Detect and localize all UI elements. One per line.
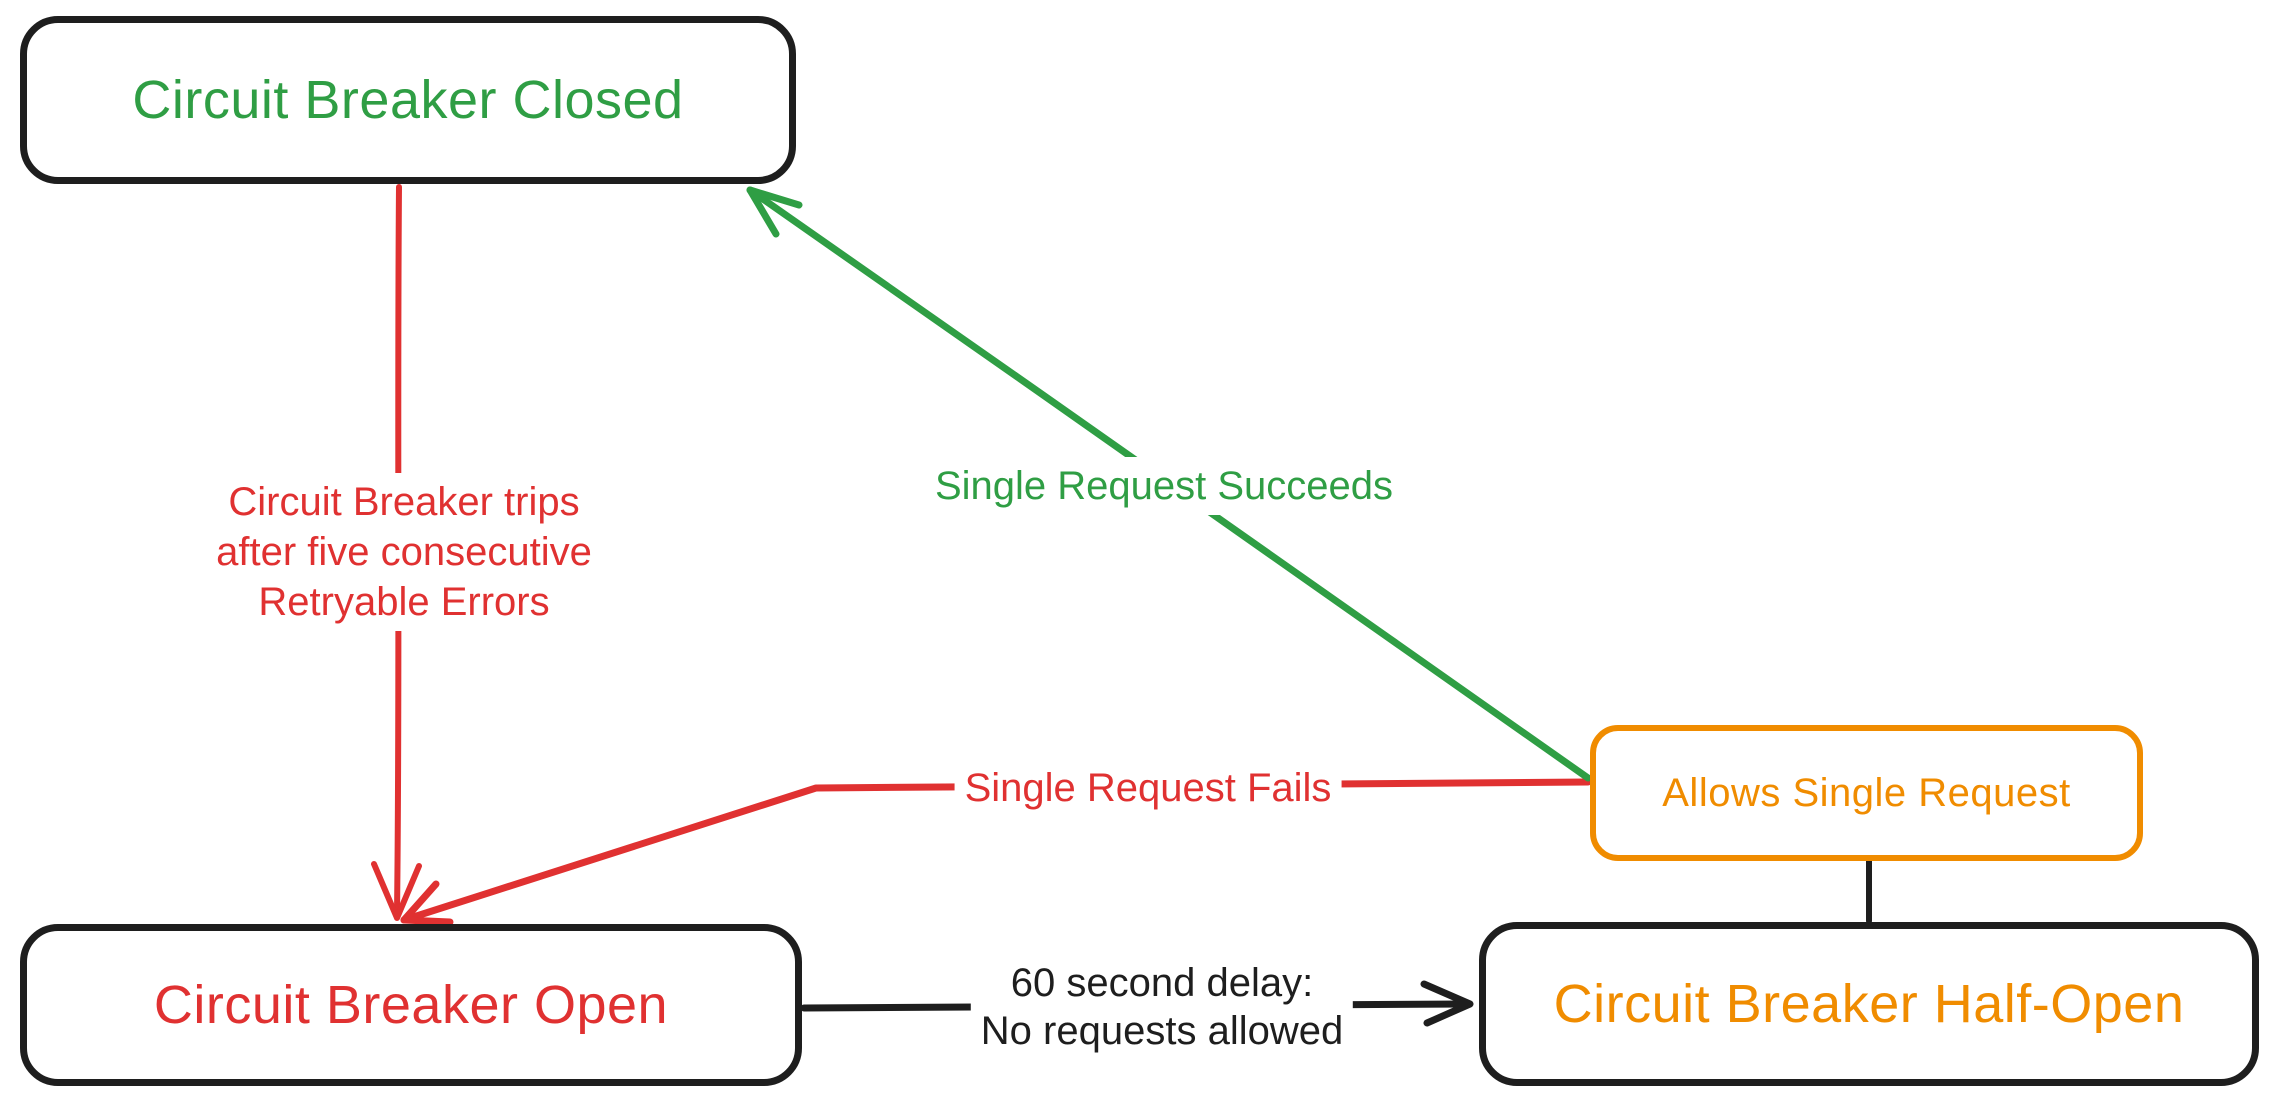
node-half-open-label: Circuit Breaker Half-Open <box>1553 974 2185 1034</box>
arrowhead-downleft-icon <box>400 880 454 926</box>
edge-label-delay-line1: 60 second delay: <box>1010 961 1314 1005</box>
node-open-label: Circuit Breaker Open <box>153 975 669 1035</box>
node-circuit-breaker-closed: Circuit Breaker Closed <box>20 16 796 184</box>
edge-label-delay-line2: No requests allowed <box>980 1009 1344 1053</box>
arrowhead-down-icon <box>371 861 422 921</box>
edge-label-trips-line3: Retryable Errors <box>258 580 550 624</box>
node-allows-single-request: Allows Single Request <box>1590 725 2143 861</box>
edge-label-trips-line1: Circuit Breaker trips <box>228 480 580 524</box>
node-closed-label: Circuit Breaker Closed <box>132 70 684 130</box>
arrowhead-right-icon <box>1420 980 1474 1027</box>
edge-label-delay: 60 second delay: No requests allowed <box>970 955 1354 1059</box>
node-circuit-breaker-half-open: Circuit Breaker Half-Open <box>1479 922 2259 1086</box>
edge-label-trips-line2: after five consecutive <box>216 530 592 574</box>
edge-label-succeeds: Single Request Succeeds <box>924 457 1404 515</box>
node-allows-label: Allows Single Request <box>1662 770 2071 815</box>
edge-label-trips: Circuit Breaker trips after five consecu… <box>206 473 602 631</box>
edge-label-fails: Single Request Fails <box>954 759 1342 817</box>
node-circuit-breaker-open: Circuit Breaker Open <box>20 924 802 1086</box>
arrowhead-upleft-icon <box>746 186 803 238</box>
